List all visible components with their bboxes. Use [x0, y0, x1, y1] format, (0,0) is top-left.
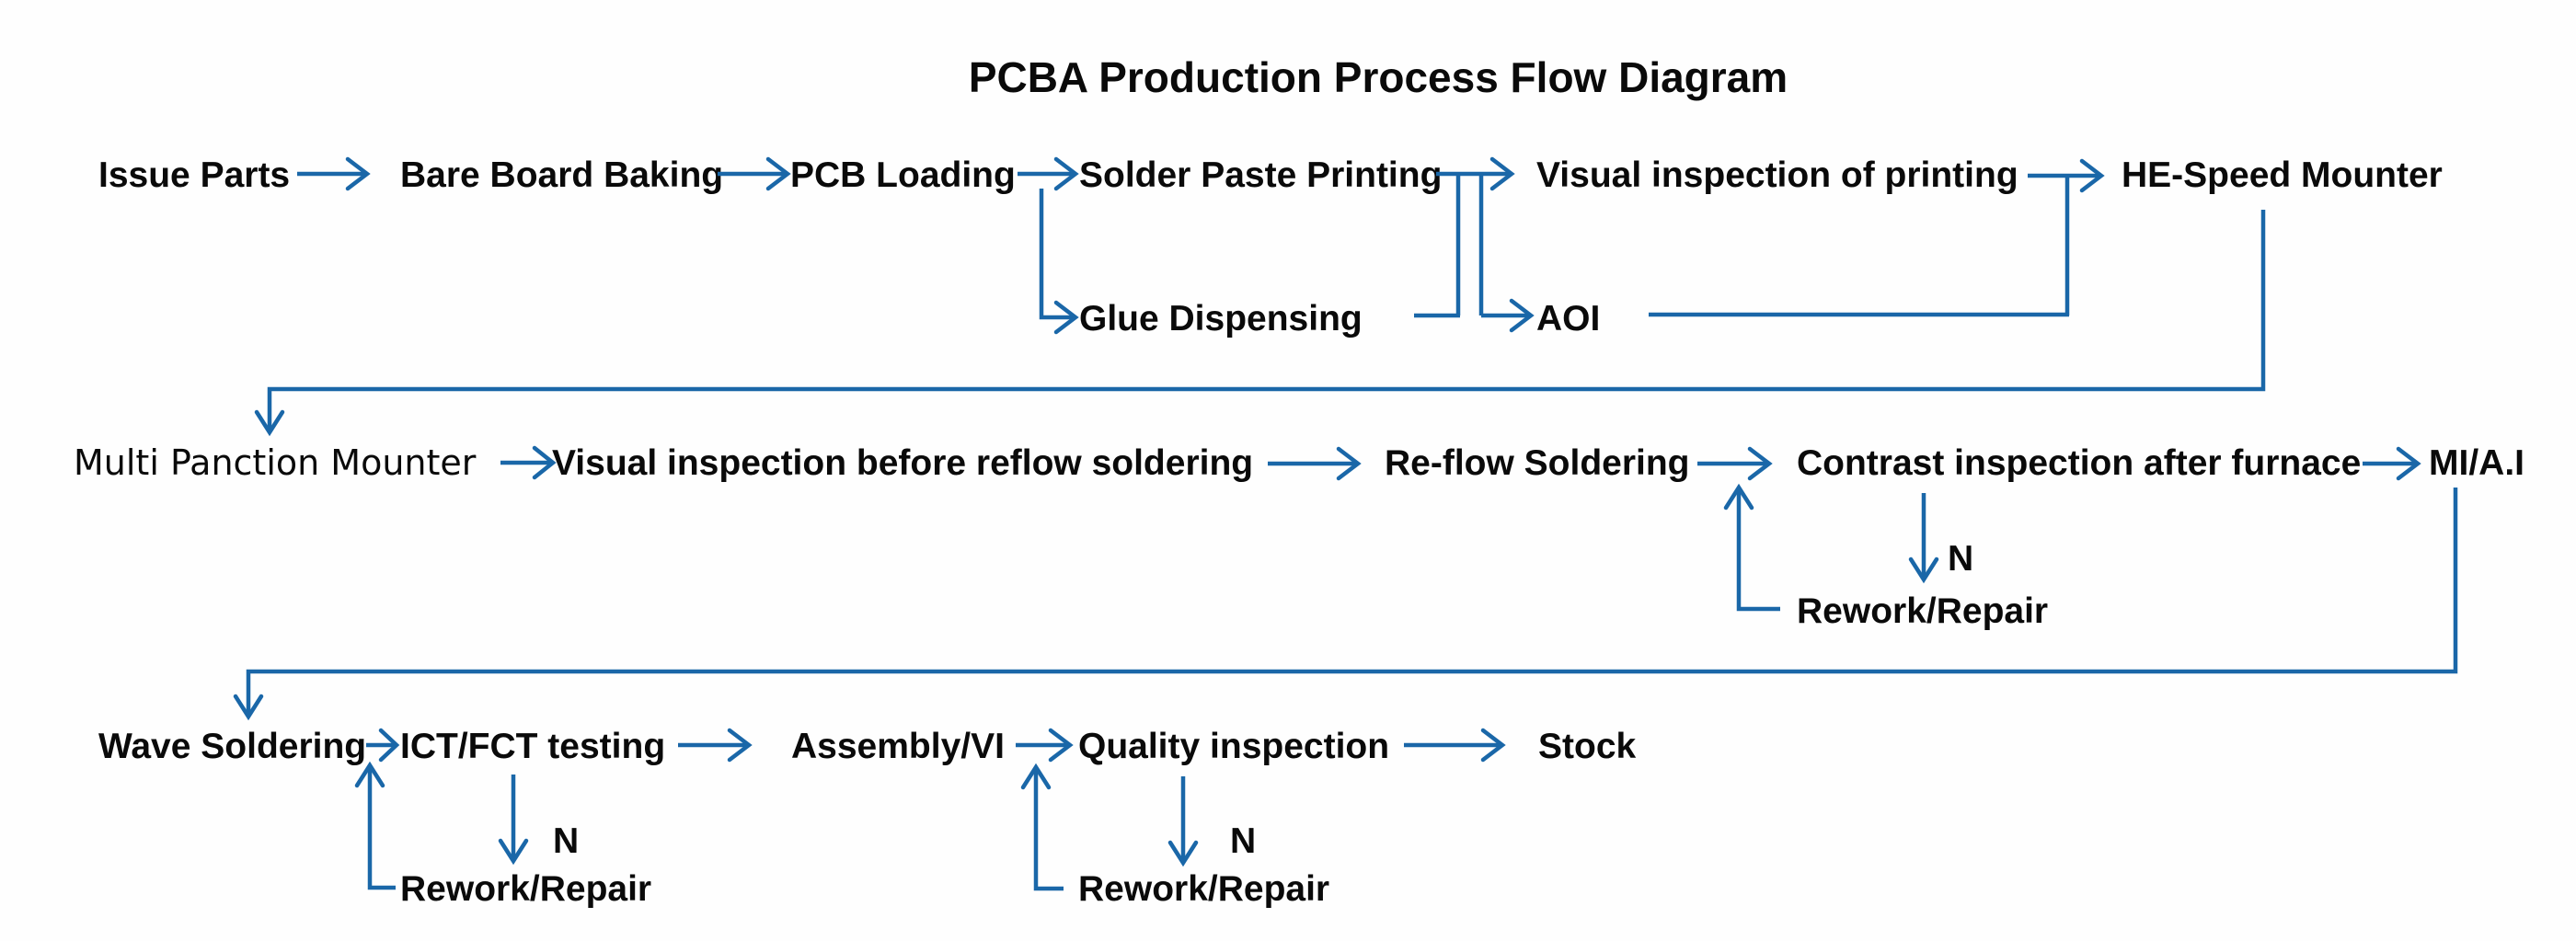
arrowhead-up-icon [1020, 763, 1052, 790]
arrow-wave-to-ict [366, 728, 400, 763]
node-solder-paste-printing: Solder Paste Printing [1079, 155, 1442, 195]
node-glue-dispensing: Glue Dispensing [1079, 299, 1363, 339]
arrow-ict-to-assembly [678, 728, 753, 763]
arrowhead-right-icon [1509, 298, 1535, 333]
arrowhead-down-icon [1167, 840, 1199, 867]
branch-label-no-1: N [1948, 539, 1973, 579]
node-contrast-inspection: Contrast inspection after furnace [1797, 443, 2361, 483]
arrow-multi-to-visual-reflow [500, 445, 557, 480]
arrow-rework-2-to-ict [354, 761, 396, 890]
arrowhead-down-icon [233, 694, 264, 721]
arrowhead-right-icon [1480, 728, 1506, 763]
arrowhead-right-icon [1489, 156, 1515, 191]
arrowhead-right-icon [345, 156, 371, 191]
arrow-loading-to-glue [1039, 189, 1079, 335]
node-reflow-soldering: Re-flow Soldering [1385, 443, 1690, 483]
arrow-loading-to-solder-paste [1018, 156, 1079, 191]
arrow-quality-to-rework-3 [1167, 776, 1199, 867]
arrow-mi-ai-to-wave [233, 488, 2458, 721]
node-rework-repair-2: Rework/Repair [400, 869, 651, 909]
arrowhead-up-icon [354, 761, 385, 788]
arrowhead-right-icon [727, 728, 753, 763]
arrow-rework-1-to-contrast [1723, 483, 1780, 612]
arrowhead-down-icon [1908, 557, 1939, 584]
arrow-contrast-to-mi-ai [2363, 446, 2421, 481]
arrow-ict-to-rework-2 [498, 775, 529, 866]
branch-label-no-2: N [553, 821, 579, 861]
node-mi-ai: MI/A.I [2429, 443, 2524, 483]
node-visual-inspection-reflow: Visual inspection before reflow solderin… [552, 443, 1253, 483]
node-bare-board-baking: Bare Board Baking [400, 155, 723, 195]
arrow-quality-to-stock [1404, 728, 1506, 763]
merge-connector-printing [1414, 156, 1535, 333]
arrow-he-speed-to-multi [254, 210, 2266, 437]
node-issue-parts: Issue Parts [98, 155, 290, 195]
node-visual-inspection-printing: Visual inspection of printing [1536, 155, 2018, 195]
merge-connector-mounter [1649, 158, 2105, 317]
node-pcb-loading: PCB Loading [790, 155, 1016, 195]
arrowhead-right-icon [2396, 446, 2421, 481]
arrowhead-right-icon [532, 445, 557, 480]
node-rework-repair-3: Rework/Repair [1078, 869, 1329, 909]
branch-label-no-3: N [1230, 821, 1256, 861]
node-multi-panction-mounter: Multi Panction Mounter [74, 442, 477, 483]
arrow-issue-to-baking [297, 156, 371, 191]
arrowhead-right-icon [2079, 158, 2105, 193]
node-aoi: AOI [1536, 299, 1600, 339]
arrow-baking-to-loading [718, 156, 791, 191]
arrowhead-right-icon [1053, 156, 1079, 191]
arrowhead-up-icon [1723, 483, 1754, 511]
node-stock: Stock [1538, 727, 1637, 766]
arrowhead-right-icon [1747, 446, 1773, 481]
arrowhead-right-icon [1053, 300, 1079, 335]
arrowhead-down-icon [498, 838, 529, 866]
diagram-title: PCBA Production Process Flow Diagram [969, 53, 1788, 101]
arrow-assembly-to-quality [1016, 728, 1074, 763]
arrowhead-right-icon [765, 156, 791, 191]
arrowhead-down-icon [254, 409, 285, 437]
arrow-rework-3-to-quality [1020, 763, 1064, 891]
node-ict-fct-testing: ICT/FCT testing [400, 727, 665, 766]
node-wave-soldering: Wave Soldering [98, 727, 366, 766]
arrow-visual-reflow-to-reflow [1268, 446, 1362, 481]
arrow-contrast-to-rework-1 [1908, 493, 1939, 584]
node-rework-repair-1: Rework/Repair [1797, 591, 2048, 631]
node-quality-inspection: Quality inspection [1078, 727, 1389, 766]
node-assembly-vi: Assembly/VI [791, 727, 1005, 766]
arrowhead-right-icon [378, 728, 400, 763]
arrowhead-right-icon [1048, 728, 1074, 763]
arrow-reflow-to-contrast [1697, 446, 1773, 481]
arrowhead-right-icon [1336, 446, 1362, 481]
node-he-speed-mounter: HE-Speed Mounter [2122, 155, 2443, 195]
